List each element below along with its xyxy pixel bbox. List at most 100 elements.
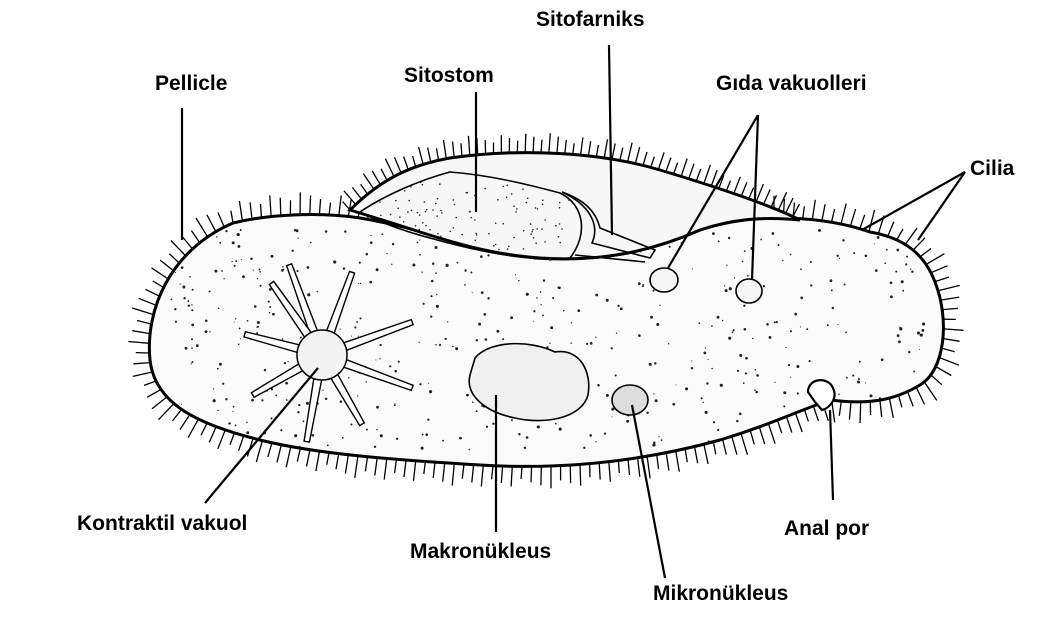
cilium <box>768 424 775 444</box>
stipple-dot <box>756 374 759 377</box>
cilium <box>713 442 716 454</box>
stipple-dot <box>541 304 542 305</box>
stipple-dot <box>213 399 216 402</box>
stipple-dot <box>350 423 352 425</box>
stipple-dot <box>379 358 380 359</box>
cilium <box>339 196 341 216</box>
stipple-dot <box>558 287 560 289</box>
stipple-dot <box>541 228 543 230</box>
stipple-dot <box>299 446 301 448</box>
cilium <box>270 195 271 216</box>
stipple-dot <box>513 237 515 239</box>
cilium <box>711 170 717 186</box>
cilium <box>618 461 619 474</box>
stipple-dot <box>810 261 812 263</box>
stipple-dot <box>511 419 513 421</box>
stipple-dot <box>910 268 911 269</box>
cilium <box>941 297 960 300</box>
stipple-dot <box>225 398 227 400</box>
stipple-dot <box>788 364 790 366</box>
stipple-dot <box>511 193 513 195</box>
stipple-dot <box>845 331 847 333</box>
stipple-dot <box>359 262 361 264</box>
stipple-dot <box>838 394 840 396</box>
cilium <box>218 213 224 228</box>
stipple-dot <box>298 404 300 406</box>
cilium <box>152 397 167 409</box>
stipple-dot <box>398 361 400 363</box>
stipple-dot <box>708 359 709 360</box>
cilium <box>596 145 598 157</box>
stipple-dot <box>640 251 641 252</box>
stipple-dot <box>459 437 462 440</box>
cilium <box>756 184 763 201</box>
stipple-dot <box>745 357 748 360</box>
stipple-dot <box>809 360 811 362</box>
stipple-dot <box>445 338 447 340</box>
stipple-dot <box>418 229 420 231</box>
stipple-dot <box>537 208 539 210</box>
stipple-dot <box>394 370 397 373</box>
stipple-dot <box>357 395 358 396</box>
stipple-dot <box>419 383 421 385</box>
cilium <box>363 174 374 190</box>
stipple-dot <box>232 411 233 412</box>
cilium <box>280 198 281 216</box>
cilium <box>926 254 944 265</box>
contractile-vacuole-center <box>297 330 347 380</box>
cilium <box>443 463 445 482</box>
stipple-dot <box>718 240 720 242</box>
stipple-dot <box>743 382 745 384</box>
stipple-dot <box>739 354 742 357</box>
stipple-dot <box>611 347 613 349</box>
stipple-dot <box>307 293 310 296</box>
stipple-dot <box>685 387 688 390</box>
cilium <box>908 392 914 407</box>
cilium <box>472 465 474 483</box>
stipple-dot <box>497 199 499 201</box>
stipple-dot <box>725 289 728 292</box>
stipple-dot <box>800 268 802 270</box>
stipple-dot <box>544 241 546 243</box>
stipple-dot <box>482 248 483 249</box>
stipple-dot <box>235 318 236 319</box>
stipple-dot <box>790 377 791 378</box>
cilium <box>741 182 747 196</box>
cilium <box>461 143 462 156</box>
stipple-dot <box>344 230 346 232</box>
stipple-dot <box>502 223 504 225</box>
stipple-dot <box>702 402 703 403</box>
stipple-dot <box>370 241 373 244</box>
stipple-dot <box>424 201 426 203</box>
stipple-dot <box>235 260 237 262</box>
stipple-dot <box>518 433 520 435</box>
stipple-dot <box>327 445 329 447</box>
stipple-dot <box>653 442 655 444</box>
cilium <box>128 342 149 344</box>
stipple-dot <box>474 219 476 221</box>
cilium <box>880 400 882 417</box>
stipple-dot <box>395 200 397 202</box>
cilium <box>169 254 179 263</box>
stipple-dot <box>430 315 432 317</box>
cilium <box>327 452 329 464</box>
cilium <box>905 228 917 244</box>
stipple-dot <box>397 208 399 210</box>
stipple-dot <box>376 429 377 430</box>
cilium <box>365 457 367 472</box>
cilium <box>723 439 727 454</box>
cilium <box>849 402 851 420</box>
stipple-dot <box>472 292 473 293</box>
stipple-dot <box>485 338 488 341</box>
stipple-dot <box>906 256 908 258</box>
stipple-dot <box>732 332 734 334</box>
stipple-dot <box>191 347 193 349</box>
cilium <box>942 308 958 309</box>
stipple-dot <box>563 310 564 311</box>
cilium <box>372 171 380 185</box>
stipple-dot <box>422 184 424 186</box>
stipple-dot <box>396 438 398 440</box>
stipple-dot <box>510 316 513 319</box>
stipple-dot <box>523 230 525 232</box>
stipple-dot <box>859 361 861 363</box>
